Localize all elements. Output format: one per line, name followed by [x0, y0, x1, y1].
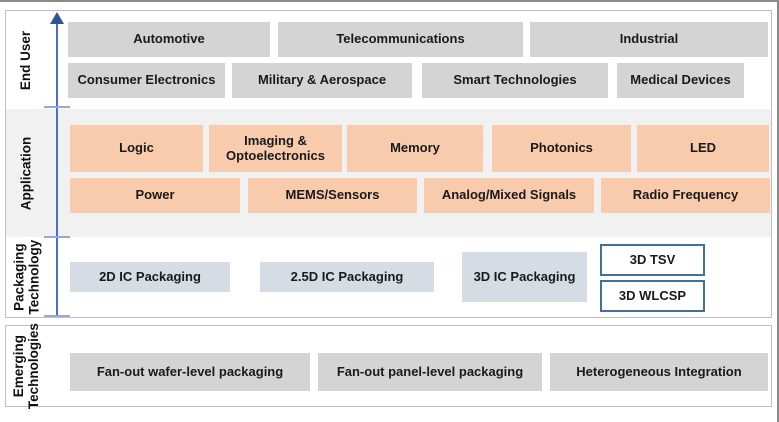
- axis-arrow-line: [56, 23, 58, 317]
- emerging-label-wrap: Emerging Technologies: [6, 322, 46, 410]
- box-3d-tsv: 3D TSV: [600, 244, 705, 276]
- box-logic: Logic: [70, 125, 203, 172]
- end-user-label: End User: [18, 30, 34, 90]
- box-consumer-electronics: Consumer Electronics: [68, 63, 225, 98]
- box-mems-sensors: MEMS/Sensors: [248, 178, 417, 213]
- box-3d-wlcsp: 3D WLCSP: [600, 280, 705, 312]
- application-label-wrap: Application: [6, 109, 46, 237]
- box-photonics: Photonics: [492, 125, 631, 172]
- box-analog-mixed-signals: Analog/Mixed Signals: [424, 178, 594, 213]
- application-label: Application: [18, 136, 34, 210]
- box-industrial: Industrial: [530, 22, 768, 57]
- axis-tick-2: [44, 236, 70, 238]
- right-frame-line: [777, 0, 779, 422]
- axis-arrow-up-icon: [50, 12, 64, 24]
- emerging-label: Emerging Technologies: [10, 322, 42, 410]
- box-3d-ic-packaging: 3D IC Packaging: [462, 252, 587, 302]
- box-radio-frequency: Radio Frequency: [601, 178, 770, 213]
- box-telecommunications: Telecommunications: [278, 22, 523, 57]
- box-smart-technologies: Smart Technologies: [422, 63, 608, 98]
- packaging-label-wrap: Packaging Technology: [6, 237, 46, 317]
- box-power: Power: [70, 178, 240, 213]
- axis-tick-3: [44, 315, 70, 317]
- box-memory: Memory: [347, 125, 483, 172]
- emerging-panel: Emerging Technologies Fan-out wafer-leve…: [5, 322, 772, 410]
- box-automotive: Automotive: [68, 22, 270, 57]
- box-imaging-optoelectronics: Imaging & Optoelectronics: [209, 125, 342, 172]
- box-military-aerospace: Military & Aerospace: [232, 63, 412, 98]
- end-user-label-wrap: End User: [6, 11, 46, 109]
- box-fan-out-panel-level: Fan-out panel-level packaging: [318, 353, 542, 391]
- axis-tick-1: [44, 106, 70, 108]
- box-fan-out-wafer-level: Fan-out wafer-level packaging: [70, 353, 310, 391]
- main-panel: End User Application Packaging Technolog…: [5, 10, 772, 318]
- box-2d-ic-packaging: 2D IC Packaging: [70, 262, 230, 292]
- top-frame-line: [0, 0, 779, 2]
- box-medical-devices: Medical Devices: [617, 63, 744, 98]
- box-led: LED: [637, 125, 769, 172]
- packaging-label: Packaging Technology: [10, 239, 41, 315]
- box-2-5d-ic-packaging: 2.5D IC Packaging: [260, 262, 434, 292]
- box-heterogeneous-integration: Heterogeneous Integration: [550, 353, 768, 391]
